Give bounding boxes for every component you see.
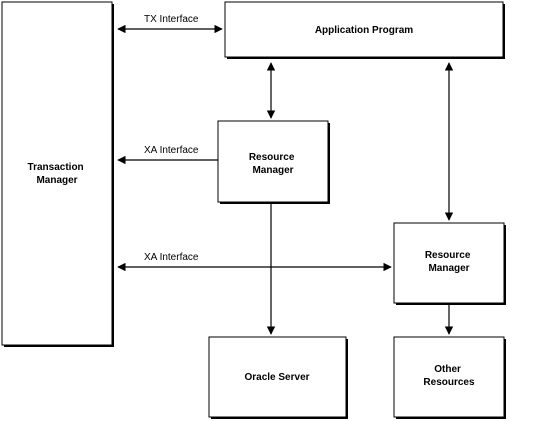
other-resources-label-line2: Resources [423, 377, 475, 388]
svg-text:Other Resources: Other Resources [423, 364, 475, 388]
svg-text:Resource Manager: Resource Manager [249, 152, 297, 176]
resource-manager-box-2: Resource Manager [393, 222, 506, 305]
xa-interface-label-bottom: XA Interface [144, 252, 199, 263]
xa-interface-label-top: XA Interface [144, 145, 199, 156]
transaction-manager-box: Transaction Manager [1, 1, 114, 347]
svg-text:Transaction Manager: Transaction Manager [28, 162, 87, 186]
oracle-server-label: Oracle Server [244, 372, 309, 383]
resource-manager-1-label-line2: Manager [252, 165, 293, 176]
resource-manager-box-1: Resource Manager [217, 120, 330, 204]
resource-manager-1-label-line1: Resource [249, 152, 295, 163]
tx-interface-label: TX Interface [144, 14, 199, 25]
resource-manager-2-label-line2: Manager [428, 263, 469, 274]
other-resources-box: Other Resources [393, 336, 506, 419]
transaction-manager-label-line1: Transaction [28, 162, 84, 173]
application-program-box: Application Program [224, 1, 505, 59]
application-program-label: Application Program [315, 25, 413, 36]
resource-manager-2-label-line1: Resource [425, 250, 471, 261]
oracle-server-box: Oracle Server [208, 336, 348, 419]
svg-text:Resource Manager: Resource Manager [425, 250, 473, 274]
transaction-manager-label-line2: Manager [36, 175, 77, 186]
other-resources-label-line1: Other [434, 364, 461, 375]
